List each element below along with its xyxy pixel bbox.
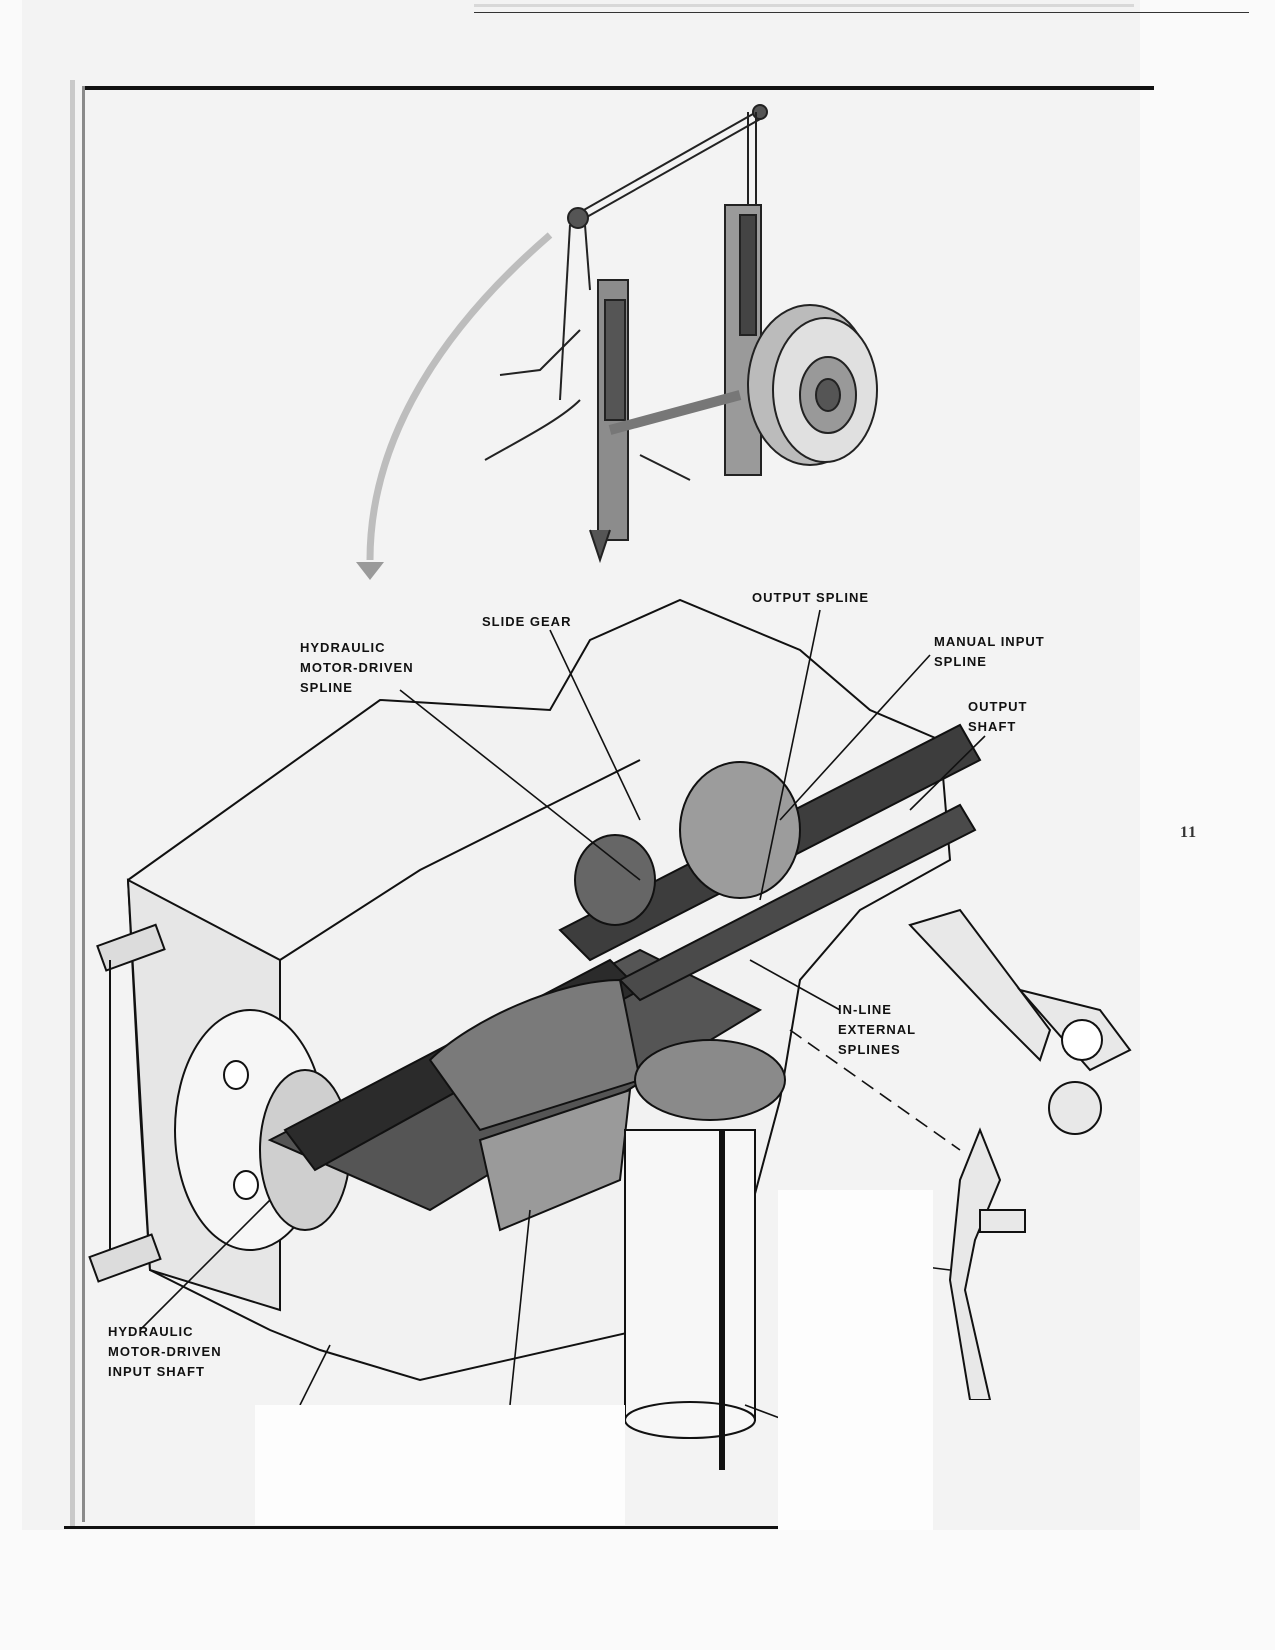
label-manual-input-spline: MANUAL INPUT SPLINE — [934, 634, 1045, 669]
figure-frame-top — [82, 86, 1154, 90]
top-rule-shadow — [474, 4, 1134, 7]
label-slide-gear: SLIDE GEAR — [482, 614, 572, 629]
figure-frame-left-inner — [82, 86, 85, 1522]
curved-arrow-head — [356, 562, 384, 580]
label-hydraulic-motor-driven-input-shaft: HYDRAULIC MOTOR-DRIVEN INPUT SHAFT — [108, 1324, 222, 1379]
label-output-shaft: OUTPUT SHAFT — [968, 699, 1028, 734]
label-in-line-external-splines: IN-LINE EXTERNAL SPLINES — [838, 1002, 917, 1057]
manual-input-crank — [908, 908, 1132, 1401]
curved-pointer-arrow — [366, 232, 553, 561]
page-number: 11 — [1180, 824, 1198, 841]
label-hydraulic-motor-driven-spline: HYDRAULIC MOTOR-DRIVEN SPLINE — [300, 640, 414, 695]
landing-gear-assembly — [484, 104, 878, 564]
figure-frame-bottom — [64, 1526, 1116, 1529]
label-output-spline: OUTPUT SPLINE — [752, 590, 870, 605]
vertical-output-cylinder — [624, 1129, 756, 1470]
cutaway-internals — [267, 723, 982, 1232]
threaded-studs — [88, 923, 166, 1283]
top-rule — [474, 12, 1249, 13]
blank-region-bottom-right — [778, 1190, 933, 1530]
blank-region-edge — [933, 1400, 1138, 1530]
figure-frame-left — [70, 80, 75, 1528]
blank-region-bottom-left — [255, 1405, 625, 1525]
leader-lines — [139, 609, 986, 1421]
